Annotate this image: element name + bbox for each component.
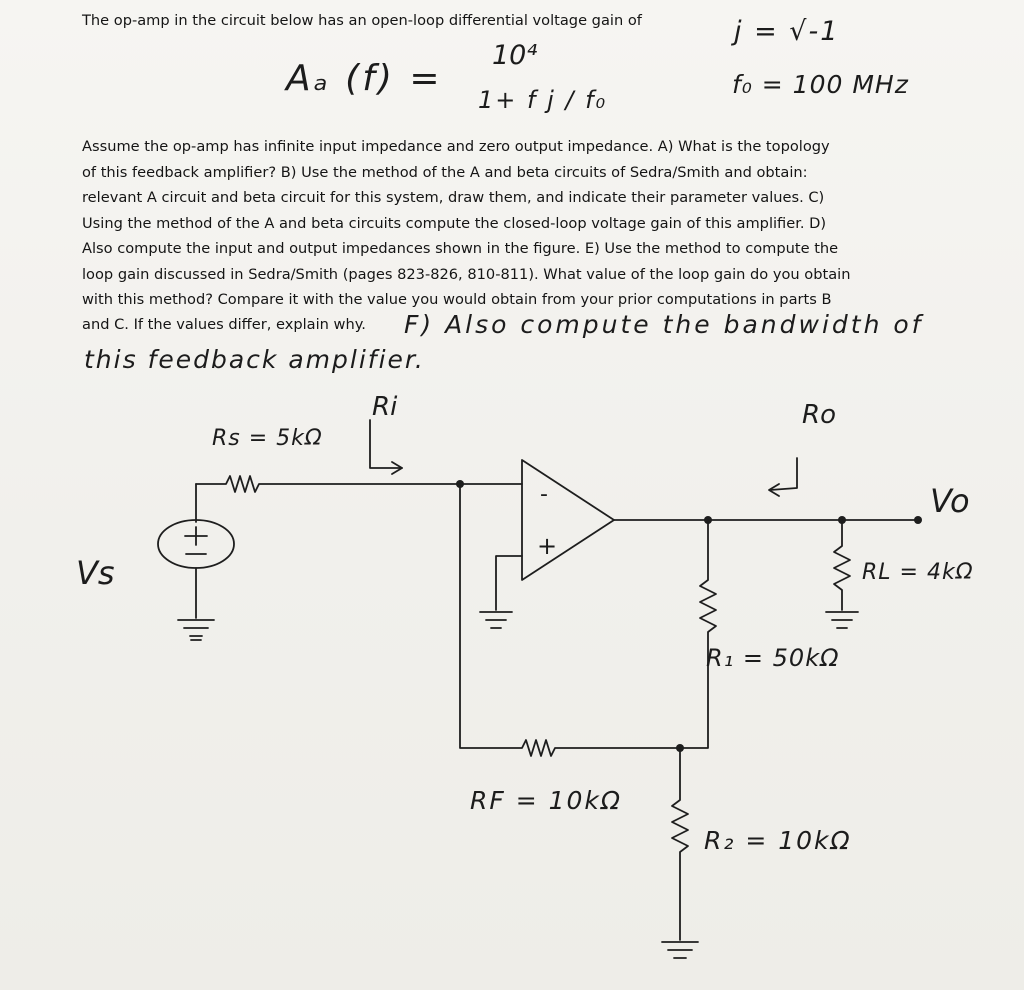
ri-label: Ri [372,392,398,422]
r1-label: R₁ = 50kΩ [706,644,840,672]
ground-symbol [479,611,513,629]
problem-line: Also compute the input and output impeda… [82,240,839,257]
r2-resistor [671,747,689,941]
problem-line: loop gain discussed in Sedra/Smith (page… [82,265,851,283]
rf-resistor [459,483,681,757]
vo-label: Vo [930,482,970,520]
noninverting-sign: + [537,532,558,560]
problem-paragraph: Assume the op-amp has infinite input imp… [82,134,922,313]
problem-line: Assume the op-amp has infinite input imp… [82,138,830,155]
gain-denominator: 1+ f j / f₀ [478,86,608,114]
j-definition: j = √-1 [734,16,840,47]
rf-label: RF = 10kΩ [470,786,622,815]
rl-resistor [833,519,851,611]
rl-label: RL = 4kΩ [862,560,974,585]
inverting-sign: - [540,482,548,507]
ro-arrow [769,457,798,491]
problem-line: Using the method of the A and beta circu… [82,214,827,232]
gain-numerator: 10⁴ [492,40,538,71]
problem-last-line: and C. If the values differ, explain why… [82,316,366,333]
gain-equation-lhs: Aₐ (f) = [286,58,443,99]
ground-symbol [177,619,215,641]
ri-arrow [369,419,403,469]
r1-resistor [679,519,717,749]
rs-label: Rs = 5kΩ [212,426,323,451]
f0-definition: f₀ = 100 MHz [732,70,909,99]
vo-terminal [914,516,922,524]
ground-symbol [661,941,699,959]
part-f-handwritten: F) Also compute the bandwidth of [404,310,924,339]
intro-text: The op-amp in the circuit below has an o… [82,12,642,29]
problem-line: of this feedback amplifier? B) Use the m… [82,163,808,181]
op-amp [521,459,615,581]
problem-line: with this method? Compare it with the va… [82,291,832,308]
ground-symbol [825,611,859,629]
rs-resistor [195,475,461,493]
vs-label: Vs [76,554,115,592]
ro-label: Ro [802,400,836,430]
part-f-handwritten-cont: this feedback amplifier. [84,345,425,374]
problem-line: relevant A circuit and beta circuit for … [82,189,825,206]
r2-label: R₂ = 10kΩ [704,826,852,855]
